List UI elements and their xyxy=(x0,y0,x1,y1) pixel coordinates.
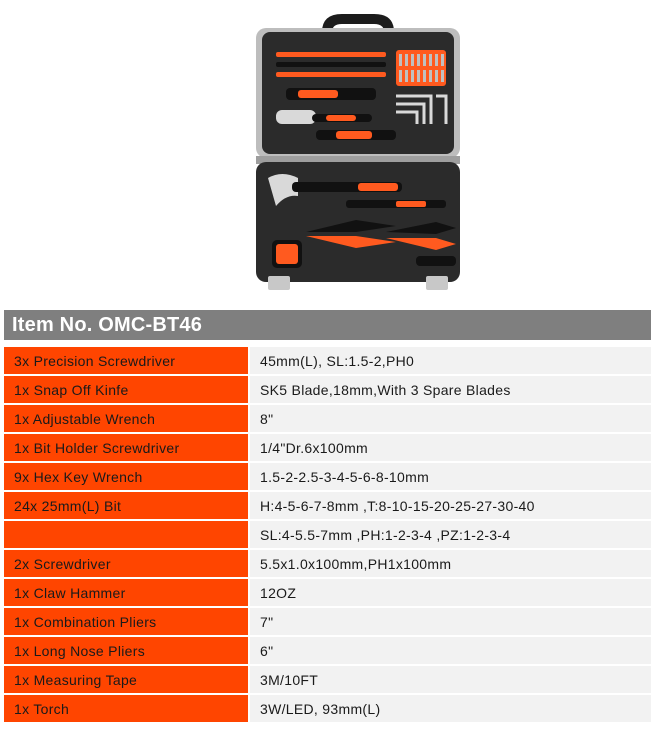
item-spec-cell: 45mm(L), SL:1.5-2,PH0 xyxy=(250,347,651,374)
item-name-cell: 1x Measuring Tape xyxy=(4,666,248,693)
item-name-cell: 1x Combination Pliers xyxy=(4,608,248,635)
item-spec-cell: SL:4-5.5-7mm ,PH:1-2-3-4 ,PZ:1-2-3-4 xyxy=(250,521,651,548)
item-spec-cell: 1.5-2-2.5-3-4-5-6-8-10mm xyxy=(250,463,651,490)
item-name-cell: 1x Bit Holder Screwdriver xyxy=(4,434,248,461)
item-spec-cell: 3W/LED, 93mm(L) xyxy=(250,695,651,722)
item-name-cell: 1x Adjustable Wrench xyxy=(4,405,248,432)
item-spec-cell: H:4-5-6-7-8mm ,T:8-10-15-20-25-27-30-40 xyxy=(250,492,651,519)
item-name-cell: 2x Screwdriver xyxy=(4,550,248,577)
item-spec-cell: 3M/10FT xyxy=(250,666,651,693)
table-row: SL:4-5.5-7mm ,PH:1-2-3-4 ,PZ:1-2-3-4 xyxy=(0,521,653,548)
specification-table: Item No. OMC-BT46 3x Precision Screwdriv… xyxy=(0,310,653,724)
item-name-cell: 1x Snap Off Kinfe xyxy=(4,376,248,403)
item-name-cell: 1x Claw Hammer xyxy=(4,579,248,606)
item-spec-cell: 12OZ xyxy=(250,579,651,606)
item-spec-cell: 5.5x1.0x100mm,PH1x100mm xyxy=(250,550,651,577)
item-spec-cell: 6" xyxy=(250,637,651,664)
item-number-title: Item No. OMC-BT46 xyxy=(12,313,203,336)
item-name-cell: 1x Torch xyxy=(4,695,248,722)
item-spec-cell: 7" xyxy=(250,608,651,635)
item-name-cell: 9x Hex Key Wrench xyxy=(4,463,248,490)
item-name-cell: 24x 25mm(L) Bit xyxy=(4,492,248,519)
item-spec-cell: SK5 Blade,18mm,With 3 Spare Blades xyxy=(250,376,651,403)
item-spec-cell: 1/4"Dr.6x100mm xyxy=(250,434,651,461)
item-name-cell xyxy=(4,521,248,548)
item-name-cell: 3x Precision Screwdriver xyxy=(4,347,248,374)
item-spec-cell: 8" xyxy=(250,405,651,432)
item-number-header: Item No. OMC-BT46 xyxy=(4,310,651,340)
tool-kit-case-icon xyxy=(256,14,460,290)
item-name-cell: 1x Long Nose Pliers xyxy=(4,637,248,664)
